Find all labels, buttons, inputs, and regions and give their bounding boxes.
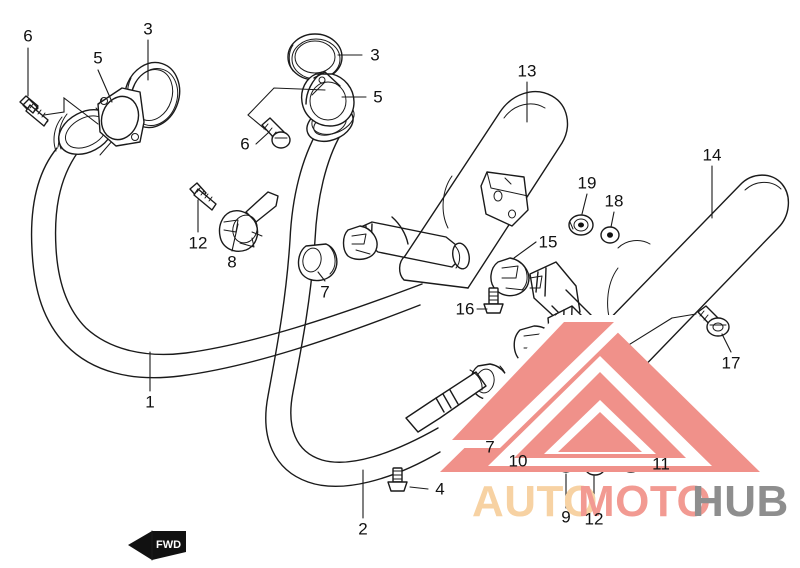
fwd-label: FWD [156,539,181,551]
callout-15: 15 [538,232,558,252]
fwd-marker: FWD [128,530,186,561]
part-flange-bolt-left [19,95,49,127]
part-flange-bolt-right [247,87,326,149]
callout-7-lower: 7 [485,437,495,457]
watermark-moto: MOTO [578,477,711,526]
callout-1: 1 [145,392,155,412]
part-muffler-mount-bolt [697,305,730,337]
callout-11: 11 [652,454,670,474]
callout-12-lower: 12 [584,509,604,529]
callout-14: 14 [702,145,722,165]
muffler-bracket-upper [480,171,529,227]
part-muffler-left [398,91,569,289]
lower-connector-pipe [405,369,487,433]
callout-5-left: 5 [93,48,103,68]
callout-5-right: 5 [373,87,383,107]
part-bracket-bolt [483,287,504,314]
watermark-hub: HUB [692,477,789,526]
part-exhaust-pipe-flange-right [300,71,355,127]
callout-8: 8 [227,252,237,272]
callout-7-upper: 7 [320,282,330,302]
callout-18: 18 [604,191,624,211]
part-exhaust-pipe-flange-left [97,87,145,147]
part-mounting-washer [600,226,620,244]
callout-2: 2 [358,519,368,539]
triangle-logo-icon [440,315,760,472]
callout-17: 17 [721,353,741,373]
callout-6-left: 6 [23,26,33,46]
callout-6-right: 6 [240,134,250,154]
callout-9: 9 [561,507,571,527]
callout-10: 10 [508,451,528,471]
part-connector-clamp [490,257,530,297]
watermark-auto: AUTO [472,477,598,526]
callout-19: 19 [577,173,597,193]
part-pipe-seal-ring-upper [297,243,338,282]
callout-13: 13 [517,61,537,81]
callout-16: 16 [455,299,475,319]
center-pipe-upper [342,216,470,270]
callout-12-upper: 12 [188,233,208,253]
part-clamp-bolt-upper [189,182,217,211]
part-exhaust-pipe-bolt [387,467,408,492]
part-mounting-grommet [568,214,594,236]
part-exhaust-gasket-right [287,33,343,81]
callout-3-left: 3 [143,19,153,39]
callout-3-right: 3 [370,45,380,65]
callout-4: 4 [435,479,445,499]
part-exhaust-pipe-clamp [218,191,279,252]
